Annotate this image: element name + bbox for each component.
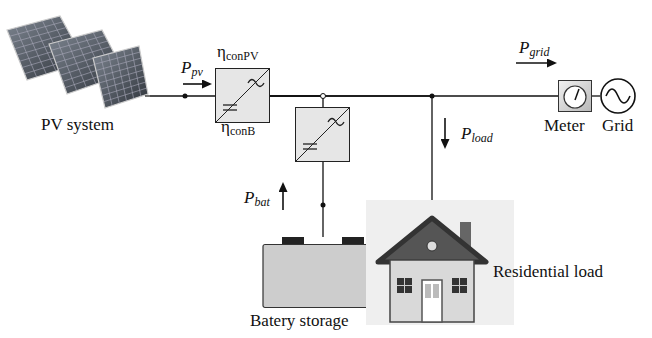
- grid-source-symbol-outline: [600, 78, 636, 114]
- efficiency-label: ηconB: [221, 117, 255, 137]
- power-direction-arrow: [516, 62, 555, 64]
- meter-symbol-outline: [558, 80, 592, 112]
- power-label: Ppv: [181, 58, 203, 78]
- junction-dot: [430, 94, 435, 99]
- node-caption: PV system: [5, 115, 150, 135]
- pv-panel-icon: PV system: [5, 8, 150, 110]
- power-label: Pbat: [244, 188, 270, 208]
- house-icon: Residential load: [366, 200, 514, 325]
- meter-symbol: Meter: [558, 80, 592, 112]
- grid-source-symbol: Grid: [600, 78, 636, 114]
- efficiency-label: ηconPV: [217, 42, 259, 62]
- power-direction-arrow: [444, 118, 446, 147]
- node-caption: Residential load: [493, 262, 603, 282]
- junction-dot: [321, 94, 326, 99]
- converter-box: ηconB: [295, 107, 350, 162]
- power-label: Pgrid: [519, 38, 549, 58]
- wire-connector: [270, 96, 323, 107]
- power-direction-arrow: [282, 184, 284, 210]
- junction-dot: [183, 94, 188, 99]
- wire-connector: [322, 162, 323, 237]
- battery-icon-outline: [262, 237, 384, 309]
- power-direction-arrow: [183, 83, 210, 85]
- battery-icon: Batery storage: [262, 237, 384, 309]
- node-caption: Grid: [602, 116, 633, 136]
- power-label: Pload: [461, 124, 493, 144]
- wire-connector: [592, 95, 600, 96]
- node-caption: Batery storage: [250, 311, 349, 331]
- junction-dot: [321, 203, 326, 208]
- house-icon-outline: [366, 200, 514, 325]
- converter-box: ηconPV: [215, 68, 270, 123]
- pv-panel-icon-outline: [5, 8, 150, 110]
- converter-box-outline: [295, 107, 350, 162]
- node-caption: Meter: [544, 116, 585, 136]
- wire-connector: [270, 96, 432, 200]
- converter-box-outline: [215, 68, 270, 123]
